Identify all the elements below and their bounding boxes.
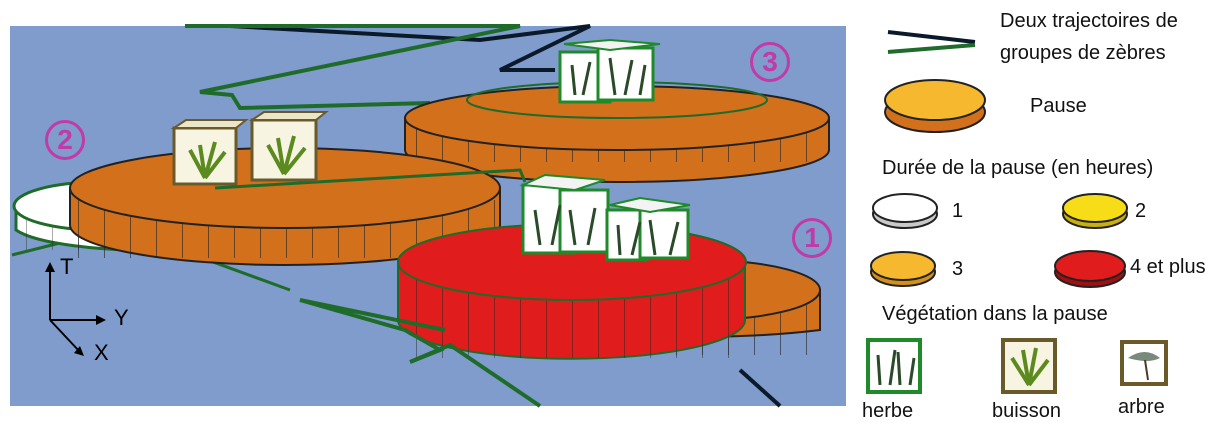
legend-vegetation-herbe: herbe (862, 400, 913, 423)
bush-cube-2 (252, 112, 326, 180)
circle-label-1: 1 (792, 218, 832, 258)
legend-vegetation-arbre: arbre (1118, 396, 1165, 419)
axis-label-x: X (94, 340, 109, 366)
legend-trajectories-line2: groupes de zèbres (1000, 42, 1166, 65)
legend-duration-title: Durée de la pause (en heures) (882, 157, 1153, 180)
legend-vegetation-buisson: buisson (992, 400, 1061, 423)
circle-label-2: 2 (45, 120, 85, 160)
legend-duration-4-plus: 4 et plus (1130, 256, 1206, 279)
legend-trajectory-lines (888, 32, 975, 52)
legend-pause-label: Pause (1030, 95, 1087, 118)
bush-cube-1 (174, 120, 246, 184)
legend-duration-2: 2 (1135, 200, 1146, 223)
legend-duration-3: 3 (952, 258, 963, 281)
legend-duration-swatches (871, 194, 1127, 287)
legend-duration-1: 1 (952, 200, 963, 223)
legend-vegetation-title: Végétation dans la pause (882, 303, 1108, 326)
legend-pause-disc (885, 80, 985, 132)
grass-cube-1b (607, 198, 690, 260)
legend-trajectories-line1: Deux trajectoires de (1000, 10, 1178, 33)
axis-label-t: T (60, 254, 73, 280)
axis-label-y: Y (114, 305, 129, 331)
circle-label-3: 3 (750, 42, 790, 82)
legend-vegetation-icons (868, 340, 1166, 392)
